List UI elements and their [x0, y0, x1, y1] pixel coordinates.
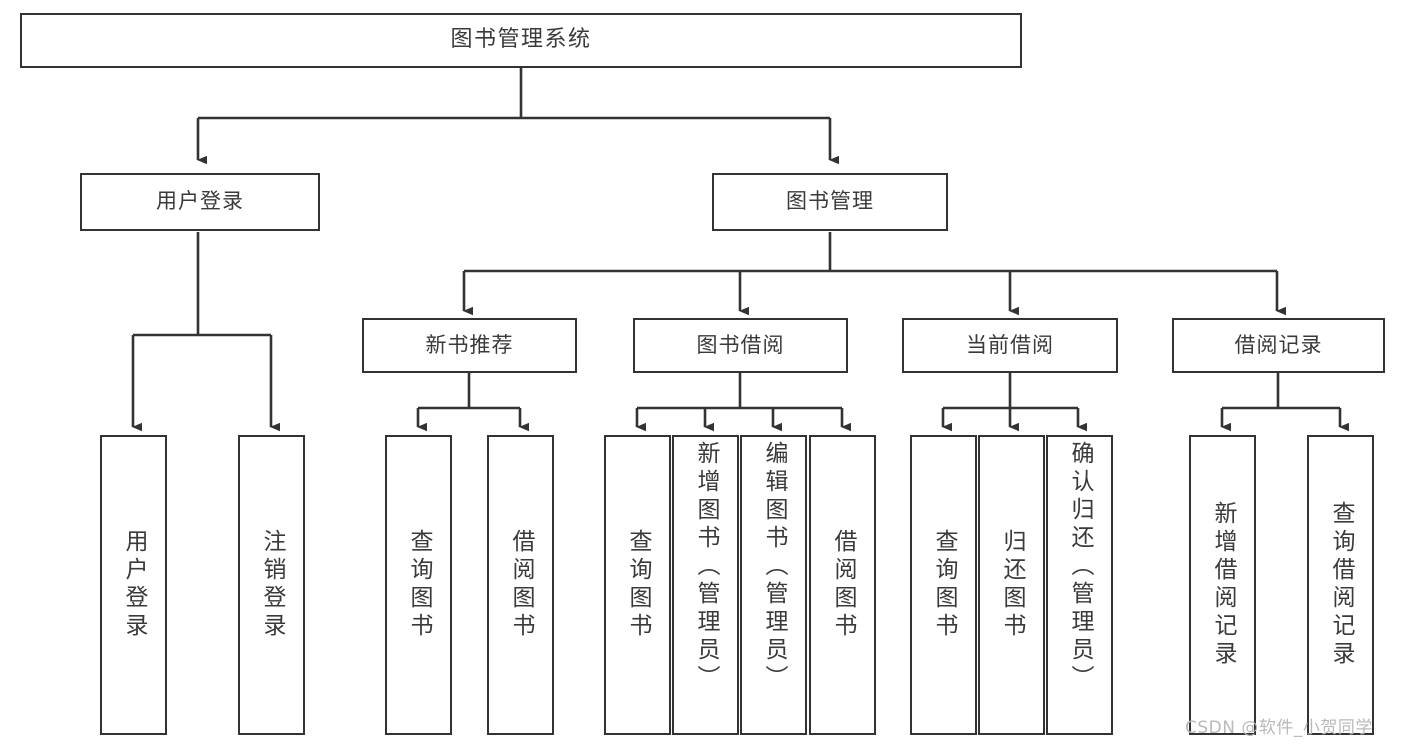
node-label: 图书管理	[786, 189, 874, 214]
node-label: 新书推荐	[425, 332, 514, 357]
node-label: 编辑图书（管理员）	[761, 441, 787, 693]
node-borrowing-record[interactable]: 借阅记录	[1172, 318, 1385, 373]
node-user-login[interactable]: 用户登录	[80, 173, 320, 231]
node-label: 新增图书（管理员）	[693, 441, 719, 693]
node-label: 借阅图书	[508, 529, 534, 641]
node-label: 查询借阅记录	[1328, 501, 1354, 669]
csdn-watermark: CSDN @软件_小贺同学	[1185, 718, 1373, 738]
node-label: 查询图书	[931, 529, 957, 641]
node-label: 借阅图书	[830, 529, 856, 641]
node-book-management[interactable]: 图书管理	[712, 173, 948, 231]
node-label: 归还图书	[999, 529, 1025, 641]
node-label: 用户登录	[121, 529, 147, 641]
node-leaf-logout[interactable]: 注销登录	[238, 435, 305, 735]
node-leaf-query-book-current[interactable]: 查询图书	[910, 435, 977, 735]
node-leaf-add-borrow-record[interactable]: 新增借阅记录	[1189, 435, 1256, 735]
node-label: 用户登录	[156, 189, 244, 214]
node-new-book-recommendation[interactable]: 新书推荐	[362, 318, 577, 373]
node-label: 注销登录	[259, 529, 285, 641]
node-label: 图书借阅	[696, 332, 785, 357]
node-label: 当前借阅	[966, 332, 1054, 357]
node-label: 新增借阅记录	[1210, 501, 1236, 669]
node-leaf-confirm-return-admin[interactable]: 确认归还（管理员）	[1046, 435, 1113, 735]
node-leaf-query-book-recommend[interactable]: 查询图书	[385, 435, 452, 735]
node-label: 图书管理系统	[450, 27, 592, 53]
node-leaf-query-borrow-record[interactable]: 查询借阅记录	[1307, 435, 1374, 735]
node-leaf-user-login[interactable]: 用户登录	[100, 435, 167, 735]
node-leaf-borrow-book-recommend[interactable]: 借阅图书	[487, 435, 554, 735]
node-leaf-return-book[interactable]: 归还图书	[978, 435, 1045, 735]
node-leaf-borrow-book[interactable]: 借阅图书	[809, 435, 876, 735]
node-label: 借阅记录	[1234, 332, 1323, 357]
node-label: 查询图书	[406, 529, 432, 641]
node-leaf-edit-book-admin[interactable]: 编辑图书（管理员）	[740, 435, 807, 735]
node-book-borrowing[interactable]: 图书借阅	[633, 318, 848, 373]
node-current-borrowing[interactable]: 当前借阅	[902, 318, 1118, 373]
node-label: 确认归还（管理员）	[1067, 441, 1093, 693]
node-leaf-query-book-borrow[interactable]: 查询图书	[604, 435, 671, 735]
node-leaf-add-book-admin[interactable]: 新增图书（管理员）	[672, 435, 739, 735]
node-label: 查询图书	[625, 529, 651, 641]
node-root-library-management-system[interactable]: 图书管理系统	[20, 13, 1022, 68]
